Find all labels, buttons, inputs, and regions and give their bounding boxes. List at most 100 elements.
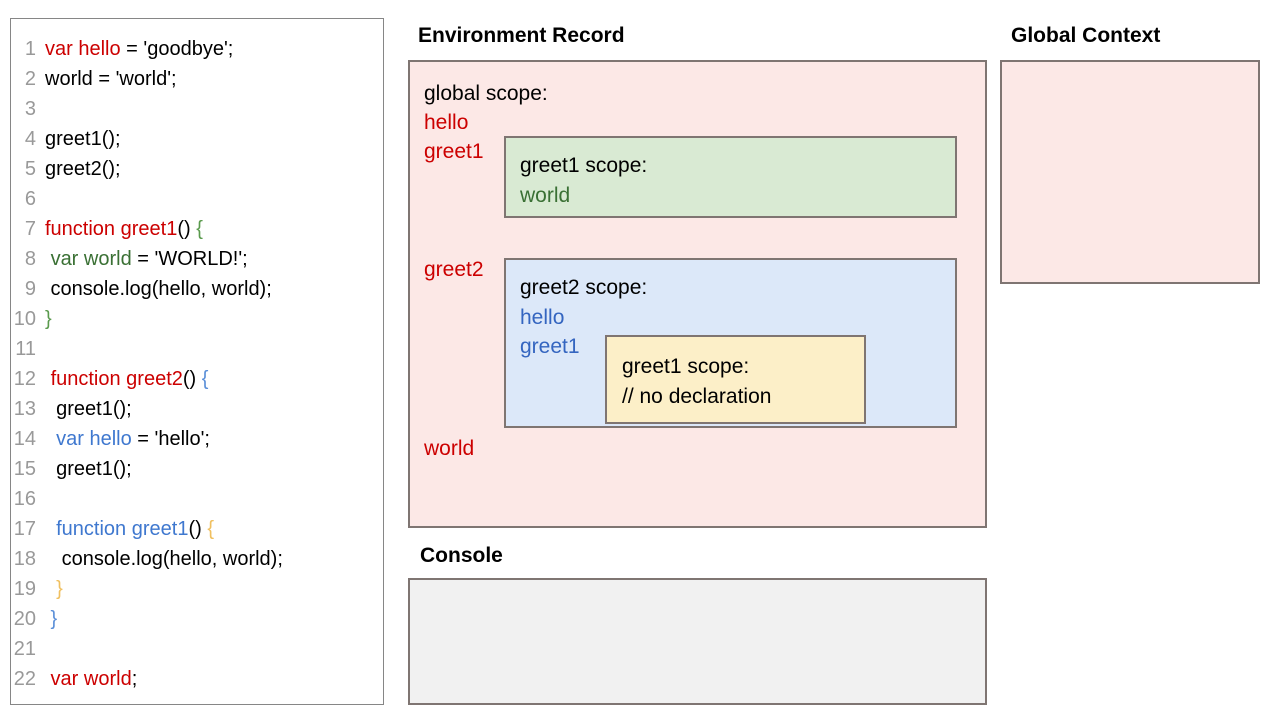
environment-record-title: Environment Record: [418, 24, 625, 47]
greet2-scope-heading: greet2 scope:: [520, 276, 648, 299]
code-token: {: [207, 518, 215, 540]
code-token: [45, 428, 56, 450]
code-line[interactable]: 1 var hello = 'goodbye';: [11, 34, 383, 64]
line-number: 17: [13, 518, 36, 540]
code-token: var world: [45, 668, 132, 690]
line-number: 19: [13, 578, 36, 600]
code-line-text: greet1();: [45, 124, 121, 154]
line-number: 8: [24, 248, 36, 270]
code-line[interactable]: 9 console.log(hello, world);: [11, 274, 383, 304]
global-scope-binding-hello: hello: [424, 111, 469, 134]
code-line-text: var world;: [45, 664, 138, 694]
code-line[interactable]: 12 function greet2() {: [11, 364, 383, 394]
code-line-text: }: [45, 304, 52, 334]
code-line[interactable]: 15 greet1();: [11, 454, 383, 484]
code-line[interactable]: 10}: [11, 304, 383, 334]
code-token: greet1();: [45, 398, 132, 420]
code-token: world = 'world';: [45, 68, 177, 90]
code-line[interactable]: 11: [11, 334, 383, 364]
line-number: 12: [13, 368, 36, 390]
code-token: function greet1: [56, 518, 189, 540]
line-number: 18: [13, 548, 36, 570]
code-token: greet1();: [45, 128, 121, 150]
code-line[interactable]: 21: [11, 634, 383, 664]
code-line[interactable]: 13 greet1();: [11, 394, 383, 424]
line-number: 10: [13, 308, 36, 330]
code-token: {: [201, 368, 209, 390]
code-line-text: var hello = 'goodbye';: [45, 34, 233, 64]
code-line[interactable]: 16: [11, 484, 383, 514]
line-number: 11: [15, 338, 36, 360]
greet1-scope-heading: greet1 scope:: [520, 154, 648, 177]
line-number: 3: [24, 98, 36, 120]
code-line[interactable]: 20 }: [11, 604, 383, 634]
code-line-text: var world = 'WORLD!';: [45, 244, 248, 274]
code-token: (): [182, 368, 202, 390]
line-number: 21: [13, 638, 36, 660]
code-line-text: console.log(hello, world);: [45, 544, 283, 574]
greet1-scope-binding-world: world: [520, 184, 571, 207]
code-token: ;: [131, 668, 138, 690]
code-line[interactable]: 22 var world;: [11, 664, 383, 694]
greet2-scope-binding-greet1: greet1: [520, 335, 580, 358]
code-token: = 'WORLD!';: [131, 248, 248, 270]
line-number: 22: [13, 668, 36, 690]
line-number: 14: [13, 428, 36, 450]
greet1-scope-box: greet1 scope: world: [504, 136, 957, 218]
code-line[interactable]: 14 var hello = 'hello';: [11, 424, 383, 454]
code-line-text: function greet2() {: [45, 364, 209, 394]
code-token: (): [177, 218, 197, 240]
code-line[interactable]: 19 }: [11, 574, 383, 604]
code-token: console.log(hello, world);: [45, 278, 272, 300]
code-line[interactable]: 18 console.log(hello, world);: [11, 544, 383, 574]
code-line-text: greet1();: [45, 454, 132, 484]
code-token: = 'hello';: [131, 428, 210, 450]
code-token: console.log(hello, world);: [45, 548, 283, 570]
nested-greet1-scope-box: greet1 scope: // no declaration: [605, 335, 866, 424]
line-number: 20: [13, 608, 36, 630]
nested-greet1-scope-heading: greet1 scope:: [622, 355, 750, 378]
global-context-box: [1000, 60, 1260, 284]
code-line[interactable]: 17 function greet1() {: [11, 514, 383, 544]
code-line-text: }: [45, 574, 63, 604]
greet2-scope-box: greet2 scope: hello greet1 greet1 scope:…: [504, 258, 957, 428]
global-scope-binding-world: world: [424, 437, 475, 460]
line-number: 4: [24, 128, 36, 150]
code-token: greet1();: [45, 458, 132, 480]
code-line[interactable]: 8 var world = 'WORLD!';: [11, 244, 383, 274]
code-line-text: }: [45, 604, 58, 634]
console-title: Console: [420, 544, 503, 567]
code-line[interactable]: 5 greet2();: [11, 154, 383, 184]
code-line[interactable]: 4 greet1();: [11, 124, 383, 154]
code-token: }: [45, 578, 63, 600]
code-token: }: [45, 608, 58, 630]
global-scope-binding-greet2: greet2: [424, 258, 484, 281]
code-line[interactable]: 6: [11, 184, 383, 214]
code-line-text: greet2();: [45, 154, 121, 184]
console-output-box: [408, 578, 987, 705]
code-line[interactable]: 3: [11, 94, 383, 124]
global-scope-heading: global scope:: [424, 82, 548, 105]
code-token: [45, 518, 56, 540]
code-token: (): [188, 518, 208, 540]
code-token: }: [45, 308, 52, 330]
code-line-text: world = 'world';: [45, 64, 177, 94]
code-line-text: greet1();: [45, 394, 132, 424]
line-number: 1: [24, 38, 36, 60]
greet2-scope-binding-hello: hello: [520, 306, 565, 329]
code-token: var hello: [56, 428, 132, 450]
code-token: = 'goodbye';: [120, 38, 234, 60]
line-number: 15: [13, 458, 36, 480]
code-token: greet2();: [45, 158, 121, 180]
code-token: {: [196, 218, 203, 240]
line-number: 13: [13, 398, 36, 420]
code-line-text: console.log(hello, world);: [45, 274, 272, 304]
code-line-text: function greet1() {: [45, 214, 203, 244]
code-token: function greet2: [50, 368, 183, 390]
line-number: 5: [24, 158, 36, 180]
global-scope-binding-greet1: greet1: [424, 140, 484, 163]
code-token: var hello: [45, 38, 121, 60]
